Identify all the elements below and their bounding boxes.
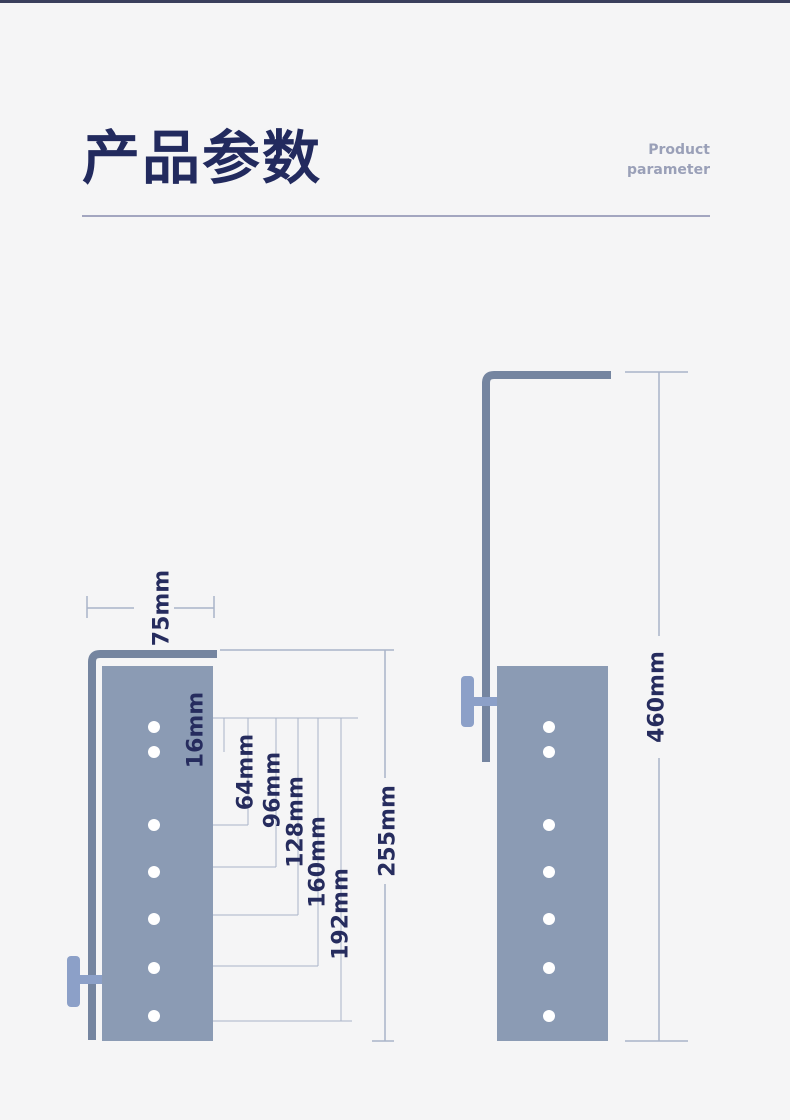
hole [148, 819, 160, 831]
width-dimension [86, 596, 215, 618]
hole [148, 866, 160, 878]
hole [148, 721, 160, 733]
subtitle-line-2: parameter [627, 162, 710, 178]
hole [148, 1010, 160, 1022]
hole [543, 962, 555, 974]
hole [148, 962, 160, 974]
hole [148, 746, 160, 758]
page-subtitle: Product parameter [627, 140, 710, 180]
hole [543, 819, 555, 831]
first-hole-label: 16mm [184, 692, 209, 768]
hole [543, 913, 555, 925]
spacing-96-label: 96mm [261, 752, 286, 828]
spacing-192-label: 192mm [329, 868, 354, 960]
extended-height-dimension [625, 371, 688, 1042]
right-panel-holes [543, 721, 555, 1022]
width-label: 75mm [150, 570, 175, 646]
extended-height-label: 460mm [645, 651, 670, 743]
right-frame-rail [482, 371, 611, 762]
hole [148, 913, 160, 925]
left-frame-rail [88, 650, 217, 1040]
height-label: 255mm [376, 785, 401, 877]
hole-spacing-guides [213, 717, 358, 1022]
hole [543, 721, 555, 733]
left-handle-stem [74, 975, 102, 984]
right-handle-stem [468, 697, 497, 706]
collapsed-unit [67, 650, 217, 1041]
extended-unit [461, 371, 611, 1041]
hole [543, 746, 555, 758]
hole [543, 866, 555, 878]
spacing-160-label: 160mm [306, 816, 331, 908]
right-handle-knob [461, 676, 474, 727]
spacing-64-label: 64mm [234, 734, 259, 810]
top-border [0, 0, 790, 3]
header-divider [82, 215, 710, 217]
height-dimension [220, 649, 394, 1042]
hole [543, 1010, 555, 1022]
subtitle-line-1: Product [648, 142, 710, 158]
left-panel-holes [148, 721, 160, 1022]
left-handle-knob [67, 956, 80, 1007]
spacing-128-label: 128mm [284, 776, 309, 868]
page-title: 产品参数 [82, 124, 323, 192]
